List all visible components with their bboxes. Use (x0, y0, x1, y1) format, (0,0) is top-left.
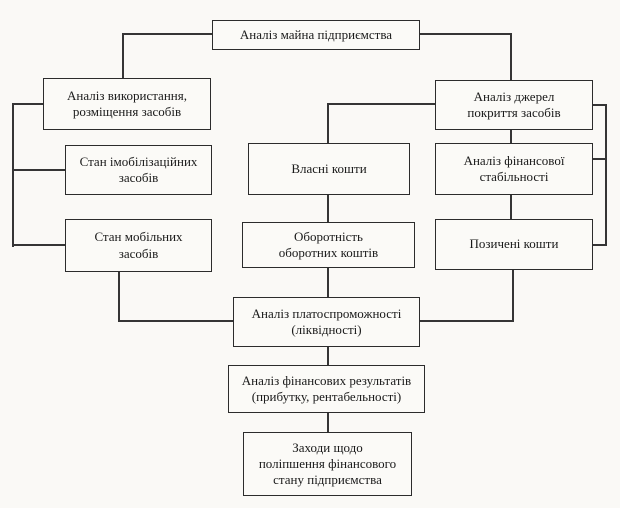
connector-left-stub-mobile (12, 244, 65, 246)
connector-right-stub-borrowed (593, 244, 607, 246)
connector-results-measures-v (327, 413, 329, 432)
node-improvement-measures: Заходи щодо поліпшення фінансового стану… (243, 432, 412, 496)
node-mobile-state: Стан мобільних засобів (65, 219, 212, 272)
node-own-funds: Власні кошти (248, 143, 410, 195)
connector-borrowed-solvency-h (420, 320, 514, 322)
node-property-analysis: Аналіз майна підприємства (212, 20, 420, 50)
node-turnover: Оборотність оборотних коштів (242, 222, 415, 268)
node-borrowed-funds: Позичені кошти (435, 219, 593, 270)
connector-stability-borrowed-v (510, 195, 512, 219)
node-solvency-analysis: Аналіз платоспроможності (ліквідності) (233, 297, 420, 347)
connector-mobile-down-v (118, 272, 120, 322)
connector-borrowed-down-v (512, 270, 514, 322)
connector-sources-own-v (327, 103, 329, 143)
connector-sources-stability-v (510, 130, 512, 143)
connector-own-turnover-v (327, 195, 329, 222)
connector-turnover-solvency-v (327, 268, 329, 297)
connector-right-bracket-v (605, 104, 607, 246)
connector-root-right-h (418, 33, 512, 35)
connector-left-stub-usage (12, 103, 43, 105)
connector-root-left-h (122, 33, 214, 35)
node-immobilized-state: Стан імобілізаційних засобів (65, 145, 212, 195)
connector-root-right-v (510, 33, 512, 80)
connector-right-stub-stability (593, 158, 607, 160)
connector-sources-own-h (327, 103, 435, 105)
connector-right-stub-sources (593, 104, 607, 106)
node-financial-results: Аналіз фінансових результатів (прибутку,… (228, 365, 425, 413)
node-usage-placement: Аналіз використання, розміщення засобів (43, 78, 211, 130)
connector-mobile-solvency-h (118, 320, 233, 322)
node-financial-stability: Аналіз фінансової стабільності (435, 143, 593, 195)
connector-solvency-results-v (327, 347, 329, 365)
node-coverage-sources: Аналіз джерел покриття засобів (435, 80, 593, 130)
connector-root-left-v (122, 33, 124, 78)
connector-left-stub-immobilized (12, 169, 65, 171)
connector-left-bracket-v (12, 103, 14, 247)
